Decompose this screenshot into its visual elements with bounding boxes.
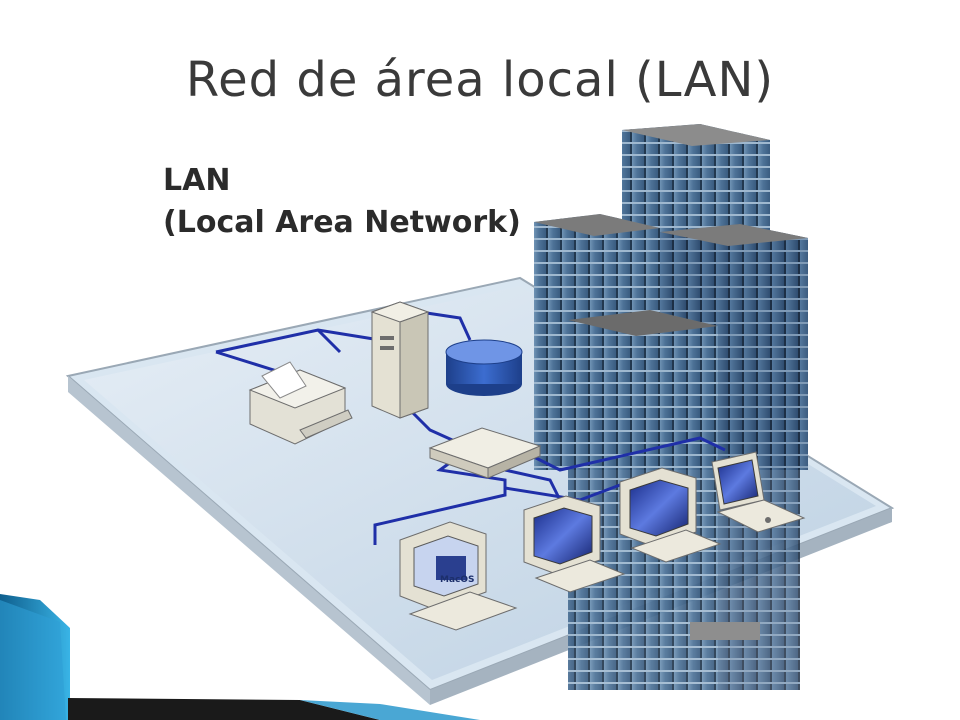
slide-title: Red de área local (LAN): [185, 52, 775, 108]
office-building: [534, 124, 808, 690]
network-hub-icon: [428, 427, 542, 479]
network-cables: [215, 310, 726, 545]
server-icon: [370, 301, 430, 419]
laptop-icon: [711, 451, 806, 533]
mac-workstation-icon: MacOS: [399, 521, 518, 631]
lan-label: LAN: [163, 163, 230, 198]
mac-os-label: MacOS: [440, 575, 475, 585]
printer-icon: [248, 361, 353, 445]
lan-fullname-label: (Local Area Network): [163, 205, 521, 240]
workstation-icon: [523, 495, 626, 593]
database-icon: [445, 339, 523, 396]
workstation-icon: [619, 467, 722, 563]
decorative-accent-shape: [0, 594, 480, 720]
